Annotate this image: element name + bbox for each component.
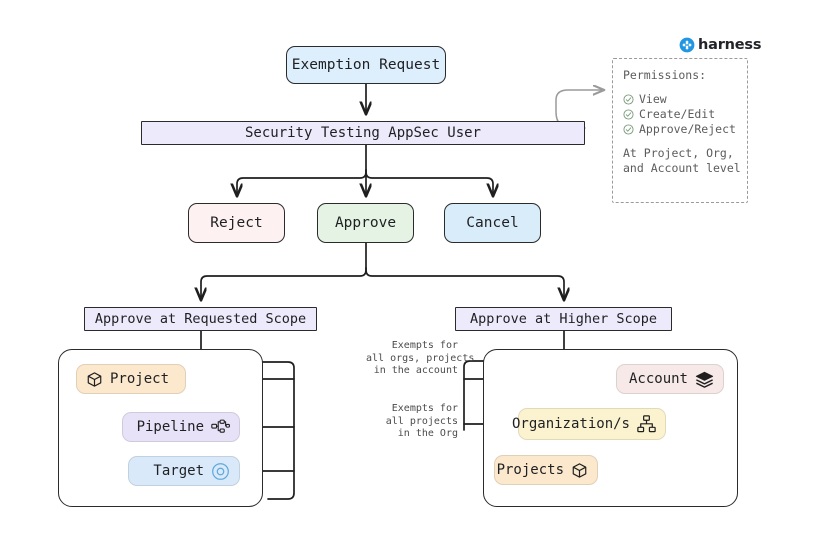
permission-item-view-label: View <box>639 92 667 106</box>
node-organizations-label: Organization/s <box>511 416 630 432</box>
harness-logo-text: harness <box>698 37 762 53</box>
node-reject-label: Reject <box>210 215 263 231</box>
org-chart-icon <box>637 415 656 433</box>
node-target[interactable]: Target <box>128 456 240 486</box>
permission-item-view: View <box>623 92 747 107</box>
node-project-label: Project <box>110 371 170 387</box>
node-approve-at-higher-scope[interactable]: Approve at Higher Scope <box>455 307 672 331</box>
node-exemption-request-label: Exemption Request <box>291 57 441 73</box>
permission-item-approve-reject-label: Approve/Reject <box>639 122 736 136</box>
permission-item-create-edit: Create/Edit <box>623 107 747 122</box>
layers-icon <box>695 371 714 388</box>
permissions-footer-line1: At Project, Org, <box>623 146 734 160</box>
node-exemption-request[interactable]: Exemption Request <box>286 46 446 84</box>
edge-label-exempts-account: Exempts for all orgs, projects in the ac… <box>366 340 475 376</box>
node-approve-action[interactable]: Approve <box>317 203 414 243</box>
pipeline-nodes-icon <box>211 419 230 433</box>
check-circle-icon <box>623 124 634 135</box>
node-organizations[interactable]: Organization/s <box>512 408 666 440</box>
node-account-label: Account <box>628 371 688 387</box>
node-project[interactable]: Project <box>76 364 186 394</box>
cube-icon <box>572 462 587 478</box>
node-cancel-label: Cancel <box>466 215 519 231</box>
node-reject-action[interactable]: Reject <box>188 203 285 243</box>
permissions-note: Permissions: View Create/Edit Approve/Re… <box>612 58 748 203</box>
node-scope-requested-label: Approve at Requested Scope <box>94 311 307 327</box>
harness-logo: harness <box>679 37 761 53</box>
node-user-label: Security Testing AppSec User <box>244 125 481 141</box>
node-security-testing-appsec-user[interactable]: Security Testing AppSec User <box>141 121 585 145</box>
check-circle-icon <box>623 94 634 105</box>
node-target-label: Target <box>153 463 204 479</box>
permissions-footer-line2: and Account level <box>623 161 741 175</box>
node-projects-label: Projects <box>496 462 564 478</box>
check-circle-icon <box>623 109 634 120</box>
node-pipeline[interactable]: Pipeline <box>122 412 240 442</box>
node-cancel-action[interactable]: Cancel <box>444 203 541 243</box>
node-projects[interactable]: Projects <box>494 455 598 485</box>
edge-label-exempts-org: Exempts for all projects in the Org <box>385 403 458 439</box>
permission-item-create-edit-label: Create/Edit <box>639 107 716 121</box>
target-ring-icon <box>212 462 229 480</box>
harness-diamond-icon <box>679 37 695 53</box>
node-approve-label: Approve <box>334 215 397 231</box>
node-approve-at-requested-scope[interactable]: Approve at Requested Scope <box>84 307 317 331</box>
cube-icon <box>87 371 102 387</box>
node-scope-higher-label: Approve at Higher Scope <box>470 311 657 327</box>
permission-item-approve-reject: Approve/Reject <box>623 122 747 137</box>
node-account[interactable]: Account <box>616 364 724 394</box>
node-pipeline-label: Pipeline <box>136 419 204 435</box>
permissions-title: Permissions: <box>623 68 707 82</box>
